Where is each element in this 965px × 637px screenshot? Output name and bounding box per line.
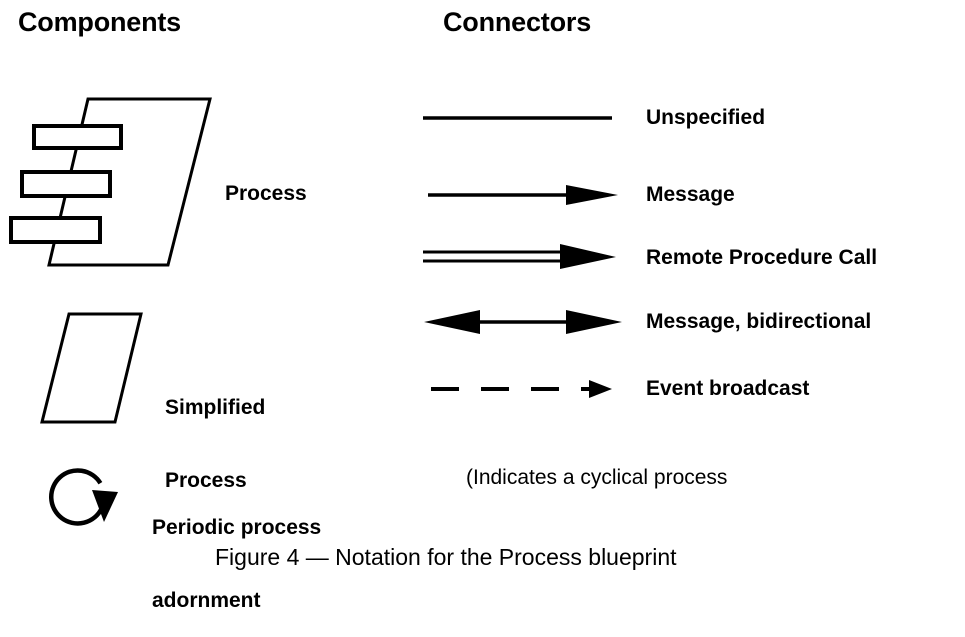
circular-arrow-icon bbox=[49, 468, 104, 526]
component-label-simplified-process-line1: Simplified bbox=[165, 396, 266, 420]
connector-label-message-bidirectional: Message, bidirectional bbox=[646, 310, 872, 333]
process-bar-1-icon bbox=[32, 124, 123, 150]
component-label-process: Process bbox=[225, 182, 307, 205]
connectors-column-heading: Connectors bbox=[443, 7, 592, 37]
connector-event-broadcast-icon bbox=[431, 380, 612, 398]
cyclical-process-note: (Indicates a cyclical process bbox=[466, 466, 728, 489]
component-label-periodic-line1: Periodic process bbox=[152, 516, 322, 540]
connector-label-message: Message bbox=[646, 183, 735, 206]
component-label-simplified-process-line2: Process bbox=[165, 468, 247, 492]
periodic-process-adornment-symbol bbox=[49, 468, 118, 526]
figure-canvas bbox=[9, 97, 622, 526]
process-symbol bbox=[9, 97, 212, 267]
circular-arrow-head-icon bbox=[92, 490, 118, 522]
process-bar-3-icon bbox=[9, 216, 102, 244]
simplified-process-parallelogram-icon bbox=[40, 312, 143, 424]
connector-label-unspecified: Unspecified bbox=[646, 106, 766, 129]
connector-label-remote-procedure-call: Remote Procedure Call bbox=[646, 246, 878, 269]
figure-caption: Figure 4 — Notation for the Process blue… bbox=[215, 544, 677, 570]
simplified-process-symbol bbox=[40, 312, 143, 424]
connector-message-icon bbox=[428, 185, 618, 205]
connector-message-bidirectional-icon bbox=[424, 310, 622, 334]
component-label-periodic-line2: adornment bbox=[152, 588, 261, 612]
components-column-heading: Components bbox=[18, 7, 181, 37]
connector-label-event-broadcast: Event broadcast bbox=[646, 377, 810, 400]
component-label-simplified-process: Simplified Process bbox=[165, 348, 265, 517]
connector-remote-procedure-call-icon bbox=[423, 244, 616, 269]
process-bar-2-icon bbox=[20, 170, 112, 198]
